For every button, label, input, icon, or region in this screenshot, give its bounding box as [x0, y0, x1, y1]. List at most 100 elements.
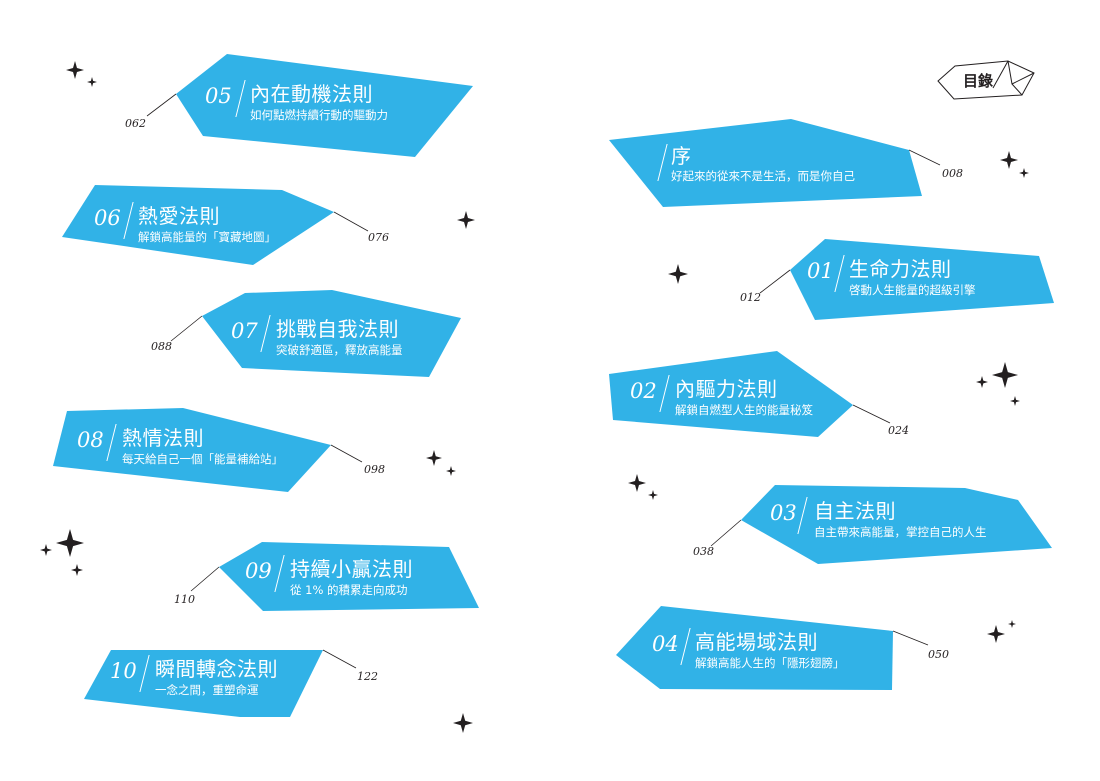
four-point-star-icon: [40, 544, 52, 556]
entry-title: 序: [671, 144, 692, 168]
leader-line-02: [852, 404, 891, 424]
entry-title: 自主法則: [814, 499, 896, 523]
entry-divider: [123, 202, 134, 239]
toc-header-label: 目錄: [963, 72, 994, 90]
toc-entry-01[interactable]: 01 生命力法則 啓動人生能量的超級引擎: [805, 255, 1045, 315]
four-point-star-icon: [87, 77, 97, 87]
page-number: 008: [942, 167, 963, 180]
toc-entry-10[interactable]: 10 瞬間轉念法則 一念之間，重塑命運: [110, 655, 310, 715]
entry-subtitle: 從 1% 的積累走向成功: [290, 583, 408, 597]
entry-subtitle: 解鎖高能量的「寶藏地圖」: [138, 230, 276, 244]
toc-entry-03-shape: [741, 485, 1052, 564]
toc-entry-07-shape: [202, 290, 461, 377]
entry-title: 內驅力法則: [675, 377, 778, 401]
four-point-star-icon: [1019, 168, 1029, 178]
entry-divider: [106, 424, 117, 461]
page-number: 098: [364, 463, 385, 476]
entry-divider: [680, 628, 691, 665]
leader-line-09: [190, 566, 220, 592]
entry-number: 08: [77, 428, 104, 452]
four-point-star-icon: [56, 529, 84, 557]
page-number: 062: [125, 117, 146, 130]
toc-entry-04-shape: [616, 606, 893, 690]
entry-divider: [260, 315, 271, 352]
page-number: 050: [928, 648, 949, 661]
entry-number: 03: [770, 501, 797, 525]
entry-divider: [659, 375, 670, 412]
toc-entry-08[interactable]: 08 熱情法則 每天給自己一個「能量補給站」: [77, 424, 327, 484]
entry-number: 02: [630, 379, 657, 403]
four-point-star-icon: [668, 264, 688, 284]
toc-entry-03[interactable]: 03 自主法則 自主帶來高能量，掌控自己的人生: [768, 497, 1048, 557]
toc-entry-06[interactable]: 06 熱愛法則 解鎖高能量的「寶藏地圖」: [94, 202, 324, 262]
entry-divider: [235, 80, 246, 117]
entry-title: 生命力法則: [849, 257, 952, 281]
page-number: 088: [151, 340, 172, 353]
entry-title: 持續小贏法則: [290, 557, 413, 581]
toc-entry-05-shape: [176, 54, 473, 157]
four-point-star-icon: [987, 625, 1005, 643]
entry-title: 熱情法則: [122, 426, 204, 450]
entry-divider: [834, 255, 845, 292]
toc-entry-preface-shape: [609, 119, 922, 207]
page-number: 024: [888, 424, 909, 437]
entry-number: 07: [231, 319, 258, 343]
entry-number: 10: [110, 659, 137, 683]
four-point-star-icon: [71, 564, 83, 576]
entry-subtitle: 啓動人生能量的超級引擎: [849, 283, 976, 297]
four-point-star-icon: [426, 450, 442, 466]
entry-divider: [274, 555, 285, 592]
toc-entry-09[interactable]: 09 持續小贏法則 從 1% 的積累走向成功: [245, 555, 475, 615]
toc-entry-01-shape: [790, 239, 1054, 320]
entry-title: 內在動機法則: [250, 82, 373, 106]
entry-divider: [139, 655, 150, 692]
leader-line-08: [330, 444, 363, 463]
entry-subtitle: 突破舒適區，釋放高能量: [276, 343, 403, 357]
toc-entry-05[interactable]: 05 內在動機法則 如何點燃持續行動的驅動力: [205, 80, 445, 140]
leader-line-05: [146, 93, 177, 117]
toc-entry-02-shape: [609, 351, 853, 437]
entry-title: 高能場域法則: [695, 630, 818, 654]
entry-divider: [797, 497, 808, 534]
page-number: 076: [368, 231, 389, 244]
entry-subtitle: 好起來的從來不是生活，而是你自己: [671, 169, 855, 183]
entry-number: 09: [245, 559, 272, 583]
toc-entry-08-shape: [53, 408, 331, 492]
entry-subtitle: 解鎖自燃型人生的能量秘笈: [675, 403, 813, 417]
four-point-star-icon: [1010, 396, 1020, 406]
four-point-star-icon: [453, 713, 473, 733]
entry-number: 04: [652, 632, 679, 656]
entry-subtitle: 自主帶來高能量，掌控自己的人生: [814, 525, 987, 539]
page-number: 122: [357, 670, 378, 683]
four-point-star-icon: [628, 474, 646, 492]
entry-number: 01: [807, 259, 834, 283]
entry-title: 熱愛法則: [138, 204, 220, 228]
leader-line-preface: [908, 149, 941, 166]
entry-title: 挑戰自我法則: [276, 317, 399, 341]
toc-entry-07[interactable]: 07 挑戰自我法則 突破舒適區，釋放高能量: [231, 315, 461, 375]
leader-line-03: [710, 519, 742, 547]
four-point-star-icon: [1000, 151, 1018, 169]
entry-divider: [657, 144, 668, 181]
toc-entry-preface[interactable]: 序 好起來的從來不是生活，而是你自己: [609, 119, 929, 182]
leader-line-06: [333, 211, 369, 232]
entry-title: 瞬間轉念法則: [155, 657, 278, 681]
leader-line-04: [892, 630, 929, 646]
toc-entry-04[interactable]: 04 高能場域法則 解鎖高能人生的「隱形翅膀」: [650, 628, 890, 688]
toc-entry-02[interactable]: 02 內驅力法則 解鎖自燃型人生的能量秘笈: [628, 375, 868, 435]
toc-entry-06-shape: [62, 185, 334, 265]
four-point-star-icon: [648, 490, 658, 500]
page-number: 038: [693, 545, 714, 558]
page-number: 012: [740, 291, 761, 304]
page-number: 110: [174, 593, 195, 606]
crystal-outline-icon: [937, 60, 1035, 100]
entry-subtitle: 解鎖高能人生的「隱形翅膀」: [695, 656, 845, 670]
four-point-star-icon: [976, 376, 988, 388]
entry-number: 06: [94, 206, 121, 230]
four-point-star-icon: [66, 61, 84, 79]
four-point-star-icon: [1008, 620, 1016, 628]
entry-subtitle: 每天給自己一個「能量補給站」: [122, 452, 283, 466]
four-point-star-icon: [992, 362, 1018, 388]
